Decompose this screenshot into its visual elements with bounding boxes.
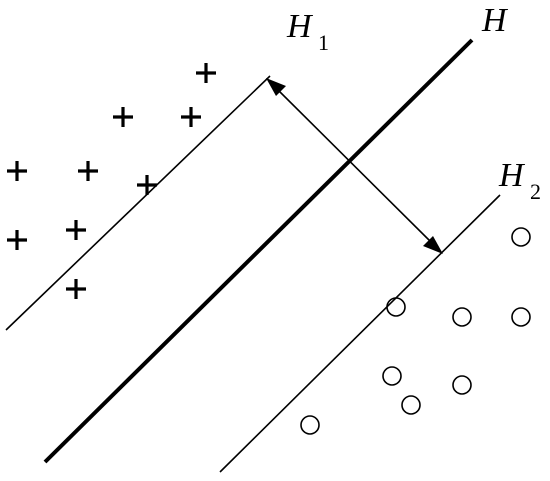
margin-upper-label: H 1 <box>286 8 329 55</box>
plus-icon <box>7 230 27 250</box>
plus-icon <box>196 63 216 83</box>
circle-icon <box>452 307 472 327</box>
circle-icon <box>452 375 472 395</box>
plus-icon <box>181 107 201 127</box>
circle-icon <box>511 307 531 327</box>
plus-icon <box>66 279 86 299</box>
svg-text:H: H <box>286 8 314 45</box>
margin-line-lower <box>219 194 501 473</box>
margin-lower-label: H 2 <box>498 157 541 204</box>
hyperplane-label: H <box>481 2 509 39</box>
plus-icon <box>78 161 98 181</box>
margin-line-upper <box>5 75 271 331</box>
hyperplane-line <box>43 38 474 464</box>
plus-icon <box>137 175 157 195</box>
circle-icon <box>511 227 531 247</box>
margin-arrow <box>266 78 443 254</box>
svg-text:2: 2 <box>530 179 541 204</box>
plus-icon <box>66 220 86 240</box>
negative-class-points <box>300 227 531 435</box>
circle-icon <box>300 415 320 435</box>
positive-class-points <box>7 63 216 299</box>
plus-icon <box>113 107 133 127</box>
plus-icon <box>7 161 27 181</box>
svg-text:1: 1 <box>318 30 329 55</box>
circle-icon <box>401 395 421 415</box>
circle-icon <box>386 297 406 317</box>
circle-icon <box>382 366 402 386</box>
svg-text:H: H <box>498 157 526 194</box>
